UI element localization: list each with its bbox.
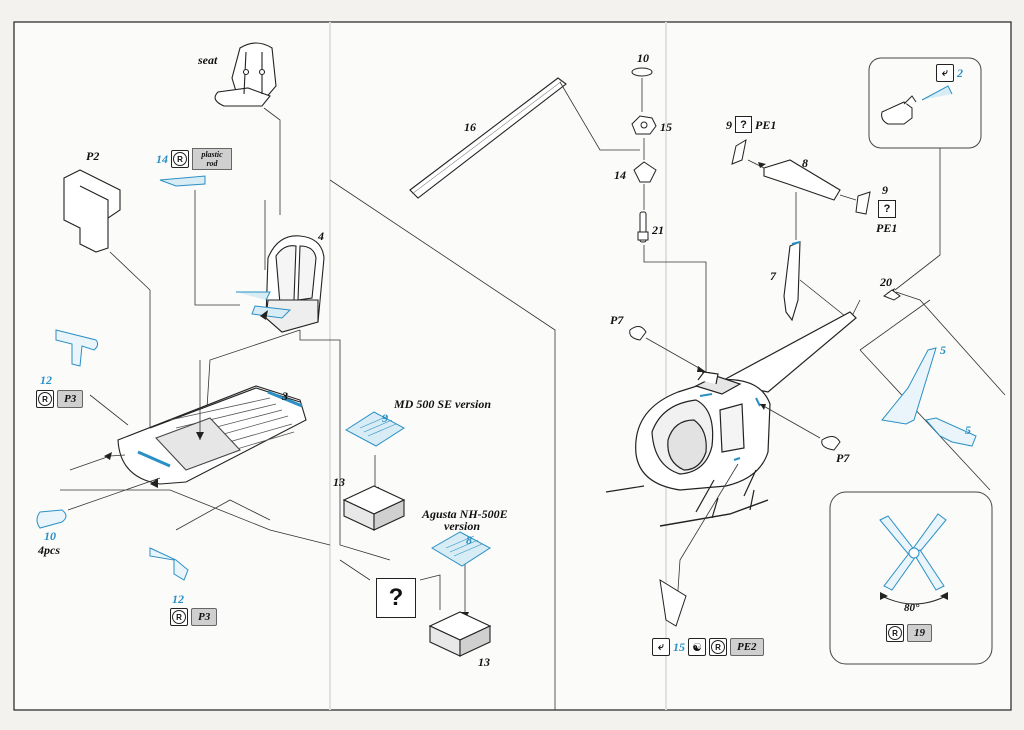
label-21: 21 (652, 223, 664, 237)
registered-icon: R (886, 624, 904, 642)
p2-part (63, 169, 121, 253)
label-20: 20 (880, 275, 892, 289)
pe-sheet-9 (345, 411, 405, 447)
p3-group-b: R P3 (170, 608, 218, 626)
p3-badge: P3 (191, 608, 218, 626)
label-4: 4 (318, 229, 324, 243)
label-pe8: 8 (466, 533, 472, 547)
plastic-rod-group: 14 R plastic rod (156, 148, 232, 170)
agusta-version-line1: Agusta NH-500E (422, 507, 508, 521)
part-8 (763, 159, 841, 201)
bend-icon: ⤶ (936, 64, 954, 82)
label-14-right: 14 (614, 168, 626, 182)
question-icon: ? (878, 200, 896, 218)
part-4 (265, 235, 325, 333)
label-15b: 15 (673, 640, 685, 654)
label-p7-left: P7 (610, 313, 624, 327)
p3-group-a: R P3 (36, 390, 84, 408)
label-pe1-right: PE1 (876, 221, 898, 235)
pe-sheet-8 (431, 531, 491, 567)
label-5b: 5 (965, 423, 971, 437)
label-14-left: 14 (156, 152, 168, 166)
label-15: 15 (660, 120, 672, 134)
helicopter-body (605, 311, 857, 527)
agusta-version-line2: version (444, 519, 480, 533)
label-seat: seat (198, 53, 218, 67)
label-pe9: 9 (382, 411, 388, 425)
bend-icon: ⤶ (652, 638, 670, 656)
label-2: 2 (957, 66, 963, 80)
label-5a: 5 (940, 343, 946, 357)
question-box: ? (376, 578, 416, 618)
plastic-rod-badge: plastic rod (192, 148, 232, 170)
label-13-top: 13 (333, 475, 345, 489)
label-p2: P2 (86, 149, 100, 163)
label-16: 16 (464, 120, 476, 134)
label-12b: 12 (172, 592, 184, 606)
registered-icon: R (709, 638, 727, 656)
yin-yang-icon: ☯ (688, 638, 706, 656)
label-angle: 80° (904, 602, 920, 614)
registered-icon: R (36, 390, 54, 408)
bend-2-group: ⤶ 2 (936, 64, 963, 82)
box-13-bottom (428, 611, 492, 657)
label-p7-right: P7 (836, 451, 850, 465)
label-3: 3 (282, 389, 288, 403)
label-7: 7 (770, 269, 776, 283)
pe1-top-group: 9 ? PE1 (726, 116, 776, 133)
part-19-group: R 19 (886, 624, 932, 642)
label-9-right: 9 (882, 183, 888, 197)
label-10-top: 10 (637, 51, 649, 65)
label-pe1-top: PE1 (755, 117, 777, 132)
label-9-top: 9 (726, 117, 732, 132)
part-15 (631, 115, 657, 135)
part-21 (637, 211, 649, 243)
label-8: 8 (802, 156, 808, 170)
label-12a: 12 (40, 373, 52, 387)
part-3-floor (117, 385, 307, 485)
seat-part (214, 42, 277, 107)
registered-icon: R (170, 608, 188, 626)
pe2-badge: PE2 (730, 638, 764, 656)
part-16-rod (409, 77, 567, 199)
pe2-group: ⤶ 15 ☯ R PE2 (652, 638, 764, 656)
main-rotor-blades (879, 513, 947, 591)
box-13-top (342, 485, 406, 531)
part-14 (633, 161, 657, 183)
p3-badge: P3 (57, 390, 84, 408)
question-icon: ? (735, 116, 752, 133)
md500-version-title: MD 500 SE version (394, 397, 492, 411)
label-10-left: 10 (44, 529, 56, 543)
part-19-badge: 19 (907, 624, 932, 642)
label-4pcs: 4pcs (38, 543, 60, 557)
label-13-bottom: 13 (478, 655, 490, 669)
registered-icon: R (171, 150, 189, 168)
